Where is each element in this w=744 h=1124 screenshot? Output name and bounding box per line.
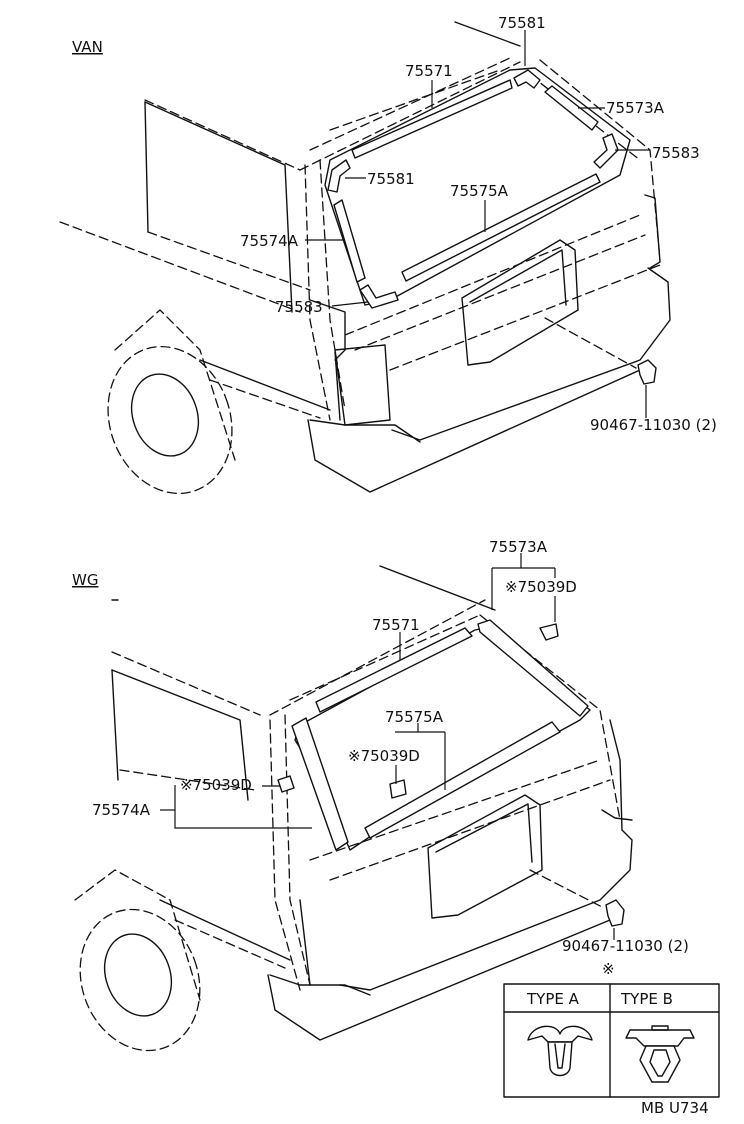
- clip-type-legend: ※ TYPE A TYPE B: [503, 960, 720, 1098]
- molding-75571-wg: [315, 627, 473, 713]
- clip-90467-van: [637, 359, 657, 385]
- label-75574A-wg: 75574A: [92, 801, 151, 819]
- label-90467-wg: 90467-11030 (2): [562, 937, 689, 955]
- molding-75574A: [333, 199, 366, 283]
- legend-type-a: TYPE A: [526, 990, 580, 1008]
- drawing-code: MB U734: [641, 1099, 709, 1117]
- label-75575A: 75575A: [450, 182, 509, 200]
- type-a-clip-shape: [527, 1025, 593, 1077]
- label-75575A-wg: 75575A: [385, 708, 444, 726]
- label-75039D-right: ※75039D: [505, 578, 577, 596]
- corner-75581-left: [327, 159, 351, 193]
- label-75039D-left: ※75039D: [180, 776, 252, 794]
- corner-75581-top: [513, 69, 541, 89]
- label-75571-wg: 75571: [372, 616, 420, 634]
- molding-75575A: [401, 173, 601, 282]
- molding-75575A-wg: [364, 721, 561, 839]
- wg-diagram: WG: [72, 538, 689, 1052]
- van-diagram: VAN: [59, 14, 717, 495]
- legend-marker: ※: [602, 960, 615, 978]
- clip-75039D-mid: [389, 779, 407, 799]
- label-75039D-mid: ※75039D: [348, 747, 420, 765]
- label-75581-top: 75581: [498, 14, 546, 32]
- label-75583-left: 75583: [275, 298, 323, 316]
- clip-90467-wg: [605, 899, 625, 927]
- corner-75583-right: [593, 133, 619, 169]
- corner-75583-left: [359, 284, 399, 309]
- label-75574A: 75574A: [240, 232, 299, 250]
- molding-75574A-wg: [291, 717, 349, 851]
- section-label-wg: WG: [72, 571, 98, 589]
- type-b-clip-shape: [625, 1025, 695, 1083]
- clip-75039D-right: [539, 623, 559, 641]
- label-75573A: 75573A: [606, 99, 665, 117]
- legend-type-b: TYPE B: [620, 990, 673, 1008]
- label-75571: 75571: [405, 62, 453, 80]
- molding-75573A-wg: [477, 619, 589, 717]
- clip-75039D-left: [277, 775, 295, 793]
- label-75573A-wg: 75573A: [489, 538, 548, 556]
- molding-75571: [351, 79, 513, 159]
- molding-75573A: [544, 85, 599, 131]
- label-90467-van: 90467-11030 (2): [590, 416, 717, 434]
- label-75581-left: 75581: [367, 170, 415, 188]
- section-label-van: VAN: [72, 38, 103, 56]
- label-75583-right: 75583: [652, 144, 700, 162]
